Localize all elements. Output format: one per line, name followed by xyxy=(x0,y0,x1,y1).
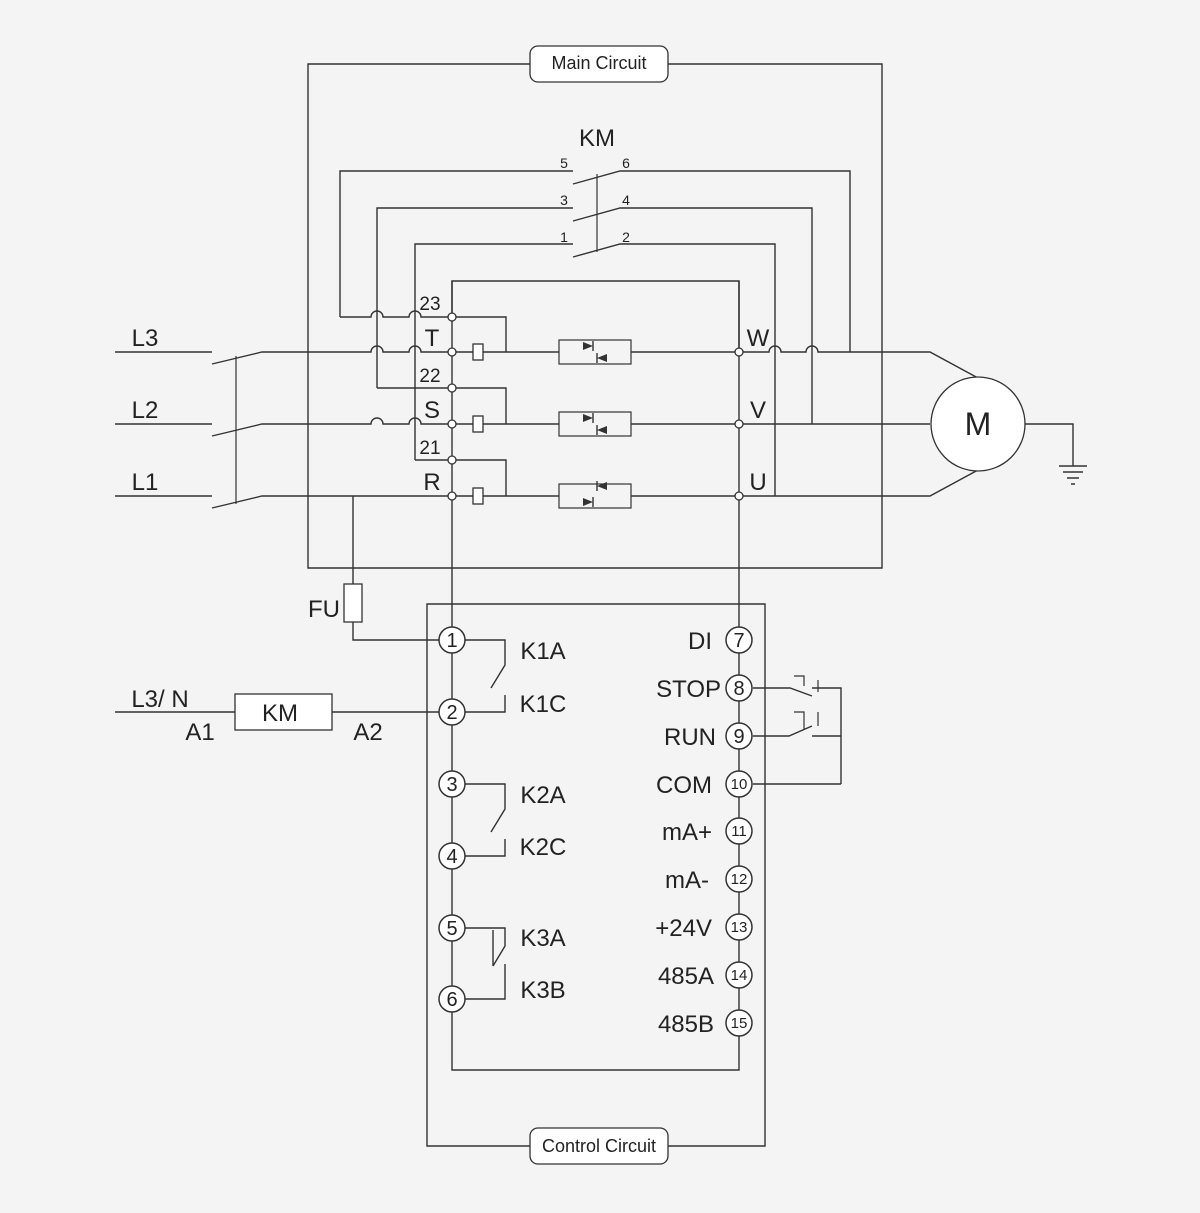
terminal-v-label: V xyxy=(750,397,766,424)
coil-a1-label: A1 xyxy=(185,719,214,746)
line-l3-label: L3 xyxy=(132,325,159,352)
thyristor-stack-t xyxy=(452,316,739,365)
terminal-s-label: S xyxy=(424,397,440,424)
terminal-485b-label: 485B xyxy=(658,1011,714,1038)
terminal-4: 4 xyxy=(446,846,457,868)
terminal-stop-label: STOP xyxy=(656,676,721,703)
terminal-6: 6 xyxy=(446,989,457,1011)
phase-lines: L3 L2 L1 T S R xyxy=(115,325,452,509)
terminal-485a-label: 485A xyxy=(658,963,714,990)
contactor-pin-1: 1 xyxy=(560,229,568,245)
terminal-2: 2 xyxy=(446,702,457,724)
terminal-22-label: 22 xyxy=(419,366,440,387)
contactor-label: KM xyxy=(579,125,615,152)
terminal-run-label: RUN xyxy=(664,724,716,751)
bypass-terminals: 23 22 21 xyxy=(340,280,740,461)
terminal-r-label: R xyxy=(423,469,440,496)
terminal-23-label: 23 xyxy=(419,294,440,315)
contactor-pin-3: 3 xyxy=(560,192,568,208)
relay-k3a-label: K3A xyxy=(520,925,565,952)
left-terminals: 1 2 3 4 5 6 xyxy=(438,626,466,1013)
terminal-5: 5 xyxy=(446,918,457,940)
line-l2-label: L2 xyxy=(132,397,159,424)
thyristor-stack-r xyxy=(452,459,739,509)
terminal-ma-minus-label: mA- xyxy=(665,867,709,894)
terminal-14: 14 xyxy=(731,967,748,984)
terminal-12: 12 xyxy=(731,871,748,888)
motor: M xyxy=(930,376,1087,485)
terminal-9: 9 xyxy=(733,726,744,748)
terminal-21-label: 21 xyxy=(419,438,440,459)
line-l1-label: L1 xyxy=(132,469,159,496)
km-coil: KM L3/ N A1 A2 xyxy=(115,686,440,746)
output-side: W V U xyxy=(738,281,979,604)
thyristor-stack-s xyxy=(452,387,739,437)
connection-nodes xyxy=(447,312,744,501)
relay-k1a-label: K1A xyxy=(520,638,565,665)
contactor-pin-2: 2 xyxy=(622,229,630,245)
terminal-u-label: U xyxy=(749,469,766,496)
pushbuttons xyxy=(753,675,842,785)
relay-k1c-label: K1C xyxy=(520,691,567,718)
terminal-ma-plus-label: mA+ xyxy=(662,819,712,846)
relay-k3b-label: K3B xyxy=(520,977,565,1004)
terminal-3: 3 xyxy=(446,774,457,796)
fuse: FU xyxy=(308,496,440,641)
terminal-t-label: T xyxy=(425,325,440,352)
main-circuit-title: Main Circuit xyxy=(551,53,646,73)
relay-k2c-label: K2C xyxy=(520,834,567,861)
main-circuit-boundary: Main Circuit xyxy=(307,45,883,569)
terminal-1: 1 xyxy=(446,630,457,652)
relay-contacts: K1A K1C K2A K2C K3A K3B xyxy=(464,638,566,1004)
relay-k2a-label: K2A xyxy=(520,782,565,809)
terminal-13: 13 xyxy=(731,919,748,936)
terminal-24v-label: +24V xyxy=(655,915,712,942)
terminal-w-label: W xyxy=(747,325,770,352)
control-circuit-title: Control Circuit xyxy=(542,1136,656,1156)
terminal-15: 15 xyxy=(731,1015,748,1032)
contactor-pin-4: 4 xyxy=(622,192,630,208)
terminal-11: 11 xyxy=(731,823,747,840)
terminal-di-label: DI xyxy=(688,628,712,655)
coil-label: KM xyxy=(262,700,298,727)
terminal-10: 10 xyxy=(731,776,748,793)
motor-label: M xyxy=(965,406,992,442)
fuse-label: FU xyxy=(308,596,340,623)
right-terminals: DI 7 STOP 8 RUN 9 COM 10 mA+ 11 mA- 12 +… xyxy=(655,626,753,1038)
coil-a2-label: A2 xyxy=(353,719,382,746)
terminal-8: 8 xyxy=(733,678,744,700)
terminal-7: 7 xyxy=(733,630,744,652)
contactor-pin-5: 5 xyxy=(560,155,568,171)
contactor-pin-6: 6 xyxy=(622,155,630,171)
bypass-contactor: KM 5 6 3 4 1 2 xyxy=(339,125,851,496)
terminal-com-label: COM xyxy=(656,772,712,799)
coil-supply-label: L3/ N xyxy=(131,686,188,713)
